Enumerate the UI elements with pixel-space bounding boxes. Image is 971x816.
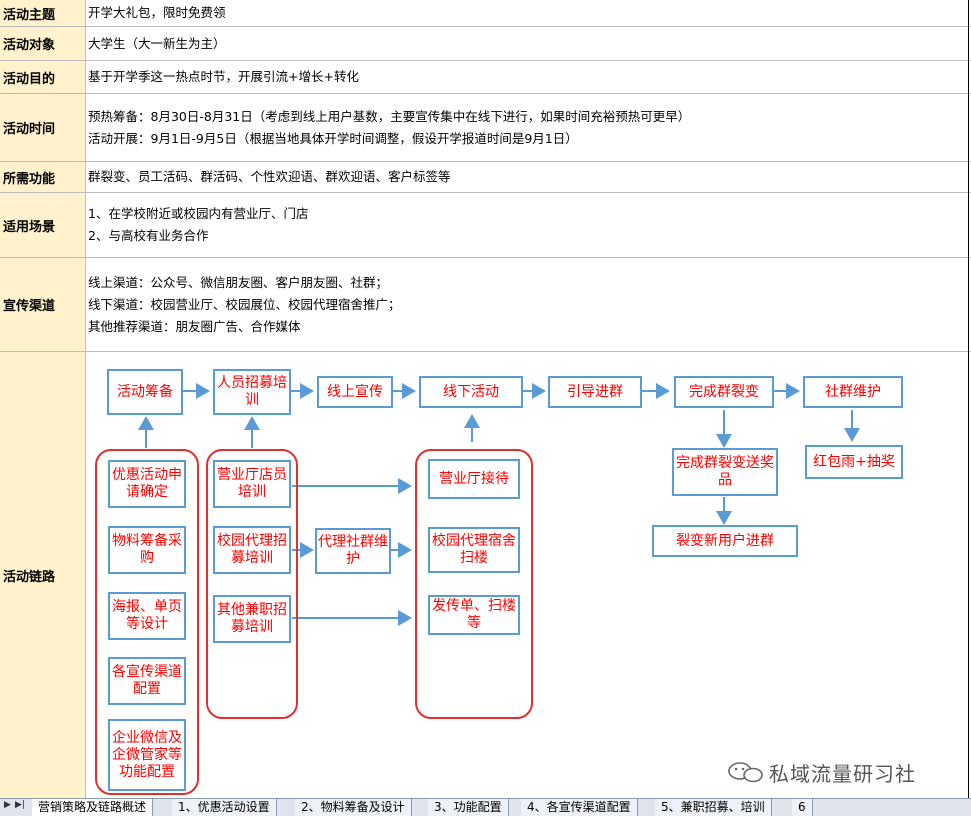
tab-promo[interactable]: 1、优惠活动设置 bbox=[172, 799, 277, 816]
row-text: 群裂变、员工活码、群活码、个性欢迎语、群欢迎语、客户标签等 bbox=[88, 169, 451, 184]
row-text: 开学大礼包，限时免费领 bbox=[88, 5, 226, 20]
offline-item[interactable]: 校园代理宿舍扫楼 bbox=[428, 527, 520, 573]
row-label[interactable]: 活动链路 bbox=[0, 352, 86, 798]
row-audience: 活动对象 大学生（大一新生为主） bbox=[0, 27, 971, 61]
fission-join[interactable]: 裂变新用户进群 bbox=[652, 525, 798, 557]
agent-community[interactable]: 代理社群维护 bbox=[315, 528, 391, 574]
watermark-text: 私域流量研习社 bbox=[769, 762, 916, 786]
row-text: 活动开展：9月1日-9月5日（根据当地具体开学时间调整，假设开学报道时间是9月1… bbox=[88, 130, 578, 146]
row-value[interactable]: 线上渠道：公众号、微信朋友圈、客户朋友圈、社群； 线下渠道：校园营业厅、校园展位… bbox=[88, 258, 971, 351]
prep-item[interactable]: 海报、单页等设计 bbox=[108, 592, 186, 640]
row-label[interactable]: 活动主题 bbox=[0, 0, 86, 26]
cell-border bbox=[968, 0, 969, 798]
row-value[interactable]: 群裂变、员工活码、群活码、个性欢迎语、群欢迎语、客户标签等 bbox=[88, 162, 971, 192]
step-offline[interactable]: 线下活动 bbox=[419, 376, 523, 408]
tab-nav-last-icon[interactable]: ▶| bbox=[15, 800, 25, 810]
step-guide[interactable]: 引导进群 bbox=[548, 376, 642, 408]
flow-diagram: 活动筹备 人员招募培训 线上宣传 线下活动 引导进群 完成群裂变 社群维护 优惠… bbox=[88, 352, 971, 798]
row-text: 2、与高校有业务合作 bbox=[88, 228, 209, 243]
tab-overview[interactable]: 营销策略及链路概述 bbox=[32, 799, 154, 816]
row-value[interactable]: 大学生（大一新生为主） bbox=[88, 27, 971, 60]
step-online[interactable]: 线上宣传 bbox=[317, 376, 393, 408]
tab-recruit[interactable]: 5、兼职招募、培训 bbox=[655, 799, 772, 816]
prep-group bbox=[95, 449, 199, 795]
row-label[interactable]: 宣传渠道 bbox=[0, 258, 86, 351]
staff-item[interactable]: 营业厅店员培训 bbox=[213, 460, 291, 508]
tab-channels[interactable]: 4、各宣传渠道配置 bbox=[521, 799, 638, 816]
row-purpose: 活动目的 基于开学季这一热点时节，开展引流+增长+转化 bbox=[0, 61, 971, 94]
row-text: 1、在学校附近或校园内有营业厅、门店 bbox=[88, 206, 309, 221]
row-chain: 活动链路 bbox=[0, 352, 971, 798]
prep-item[interactable]: 企业微信及企微管家等功能配置 bbox=[108, 719, 186, 791]
tab-materials[interactable]: 2、物料筹备及设计 bbox=[295, 799, 412, 816]
row-value[interactable]: 开学大礼包，限时免费领 bbox=[88, 0, 971, 26]
row-scenario: 适用场景 1、在学校附近或校园内有营业厅、门店 2、与高校有业务合作 bbox=[0, 193, 971, 258]
tab-nav-next-icon[interactable]: ▶ bbox=[4, 800, 11, 810]
row-value[interactable]: 1、在学校附近或校园内有营业厅、门店 2、与高校有业务合作 bbox=[88, 193, 971, 257]
row-text: 大学生（大一新生为主） bbox=[88, 35, 226, 51]
step-prepare[interactable]: 活动筹备 bbox=[107, 369, 183, 415]
wechat-icon bbox=[728, 762, 763, 783]
prep-item[interactable]: 物料筹备采购 bbox=[108, 526, 186, 574]
row-text: 其他推荐渠道：朋友圈广告、合作媒体 bbox=[88, 318, 301, 334]
sheet-tab-bar: ▶ ▶| 营销策略及链路概述 1、优惠活动设置 2、物料筹备及设计 3、功能配置… bbox=[0, 798, 971, 816]
row-text: 线上渠道：公众号、微信朋友圈、客户朋友圈、社群； bbox=[88, 274, 389, 290]
row-label[interactable]: 活动对象 bbox=[0, 27, 86, 60]
spreadsheet: 活动主题 开学大礼包，限时免费领 活动对象 大学生（大一新生为主） 活动目的 基… bbox=[0, 0, 971, 798]
row-label[interactable]: 活动目的 bbox=[0, 61, 86, 93]
prep-item[interactable]: 各宣传渠道配置 bbox=[108, 657, 186, 705]
step-recruit[interactable]: 人员招募培训 bbox=[213, 369, 291, 415]
row-label[interactable]: 所需功能 bbox=[0, 162, 86, 192]
row-label[interactable]: 活动时间 bbox=[0, 94, 86, 161]
row-text: 线下渠道：校园营业厅、校园展位、校园代理宿舍推广； bbox=[88, 296, 401, 312]
row-time: 活动时间 预热筹备：8月30日-8月31日（考虑到线上用户基数，主要宣传集中在线… bbox=[0, 94, 971, 162]
row-text: 预热筹备：8月30日-8月31日（考虑到线上用户基数，主要宣传集中在线下进行，如… bbox=[88, 108, 691, 124]
row-value[interactable]: 基于开学季这一热点时节，开展引流+增长+转化 bbox=[88, 61, 971, 93]
step-maintain[interactable]: 社群维护 bbox=[803, 376, 903, 408]
staff-group bbox=[206, 449, 298, 719]
arrow-layer bbox=[138, 383, 860, 626]
prep-item[interactable]: 优惠活动申请确定 bbox=[108, 460, 186, 508]
step-fission[interactable]: 完成群裂变 bbox=[674, 376, 774, 408]
fission-reward[interactable]: 完成群裂变送奖品 bbox=[672, 448, 778, 496]
row-features: 所需功能 群裂变、员工活码、群活码、个性欢迎语、群欢迎语、客户标签等 bbox=[0, 162, 971, 193]
row-theme: 活动主题 开学大礼包，限时免费领 bbox=[0, 0, 971, 27]
maintain-reward[interactable]: 红包雨+抽奖 bbox=[805, 445, 903, 479]
row-label[interactable]: 适用场景 bbox=[0, 193, 86, 257]
row-channels: 宣传渠道 线上渠道：公众号、微信朋友圈、客户朋友圈、社群； 线下渠道：校园营业厅… bbox=[0, 258, 971, 352]
staff-item[interactable]: 校园代理招募培训 bbox=[213, 526, 291, 574]
tab-more[interactable]: 6 bbox=[792, 799, 813, 816]
row-value[interactable]: 预热筹备：8月30日-8月31日（考虑到线上用户基数，主要宣传集中在线下进行，如… bbox=[88, 94, 971, 161]
staff-item[interactable]: 其他兼职招募培训 bbox=[213, 595, 291, 643]
row-text: 基于开学季这一热点时节，开展引流+增长+转化 bbox=[88, 69, 359, 84]
tab-features[interactable]: 3、功能配置 bbox=[428, 799, 509, 816]
offline-group bbox=[415, 449, 533, 719]
offline-item[interactable]: 发传单、扫楼等 bbox=[428, 595, 520, 635]
offline-item[interactable]: 营业厅接待 bbox=[428, 459, 520, 499]
